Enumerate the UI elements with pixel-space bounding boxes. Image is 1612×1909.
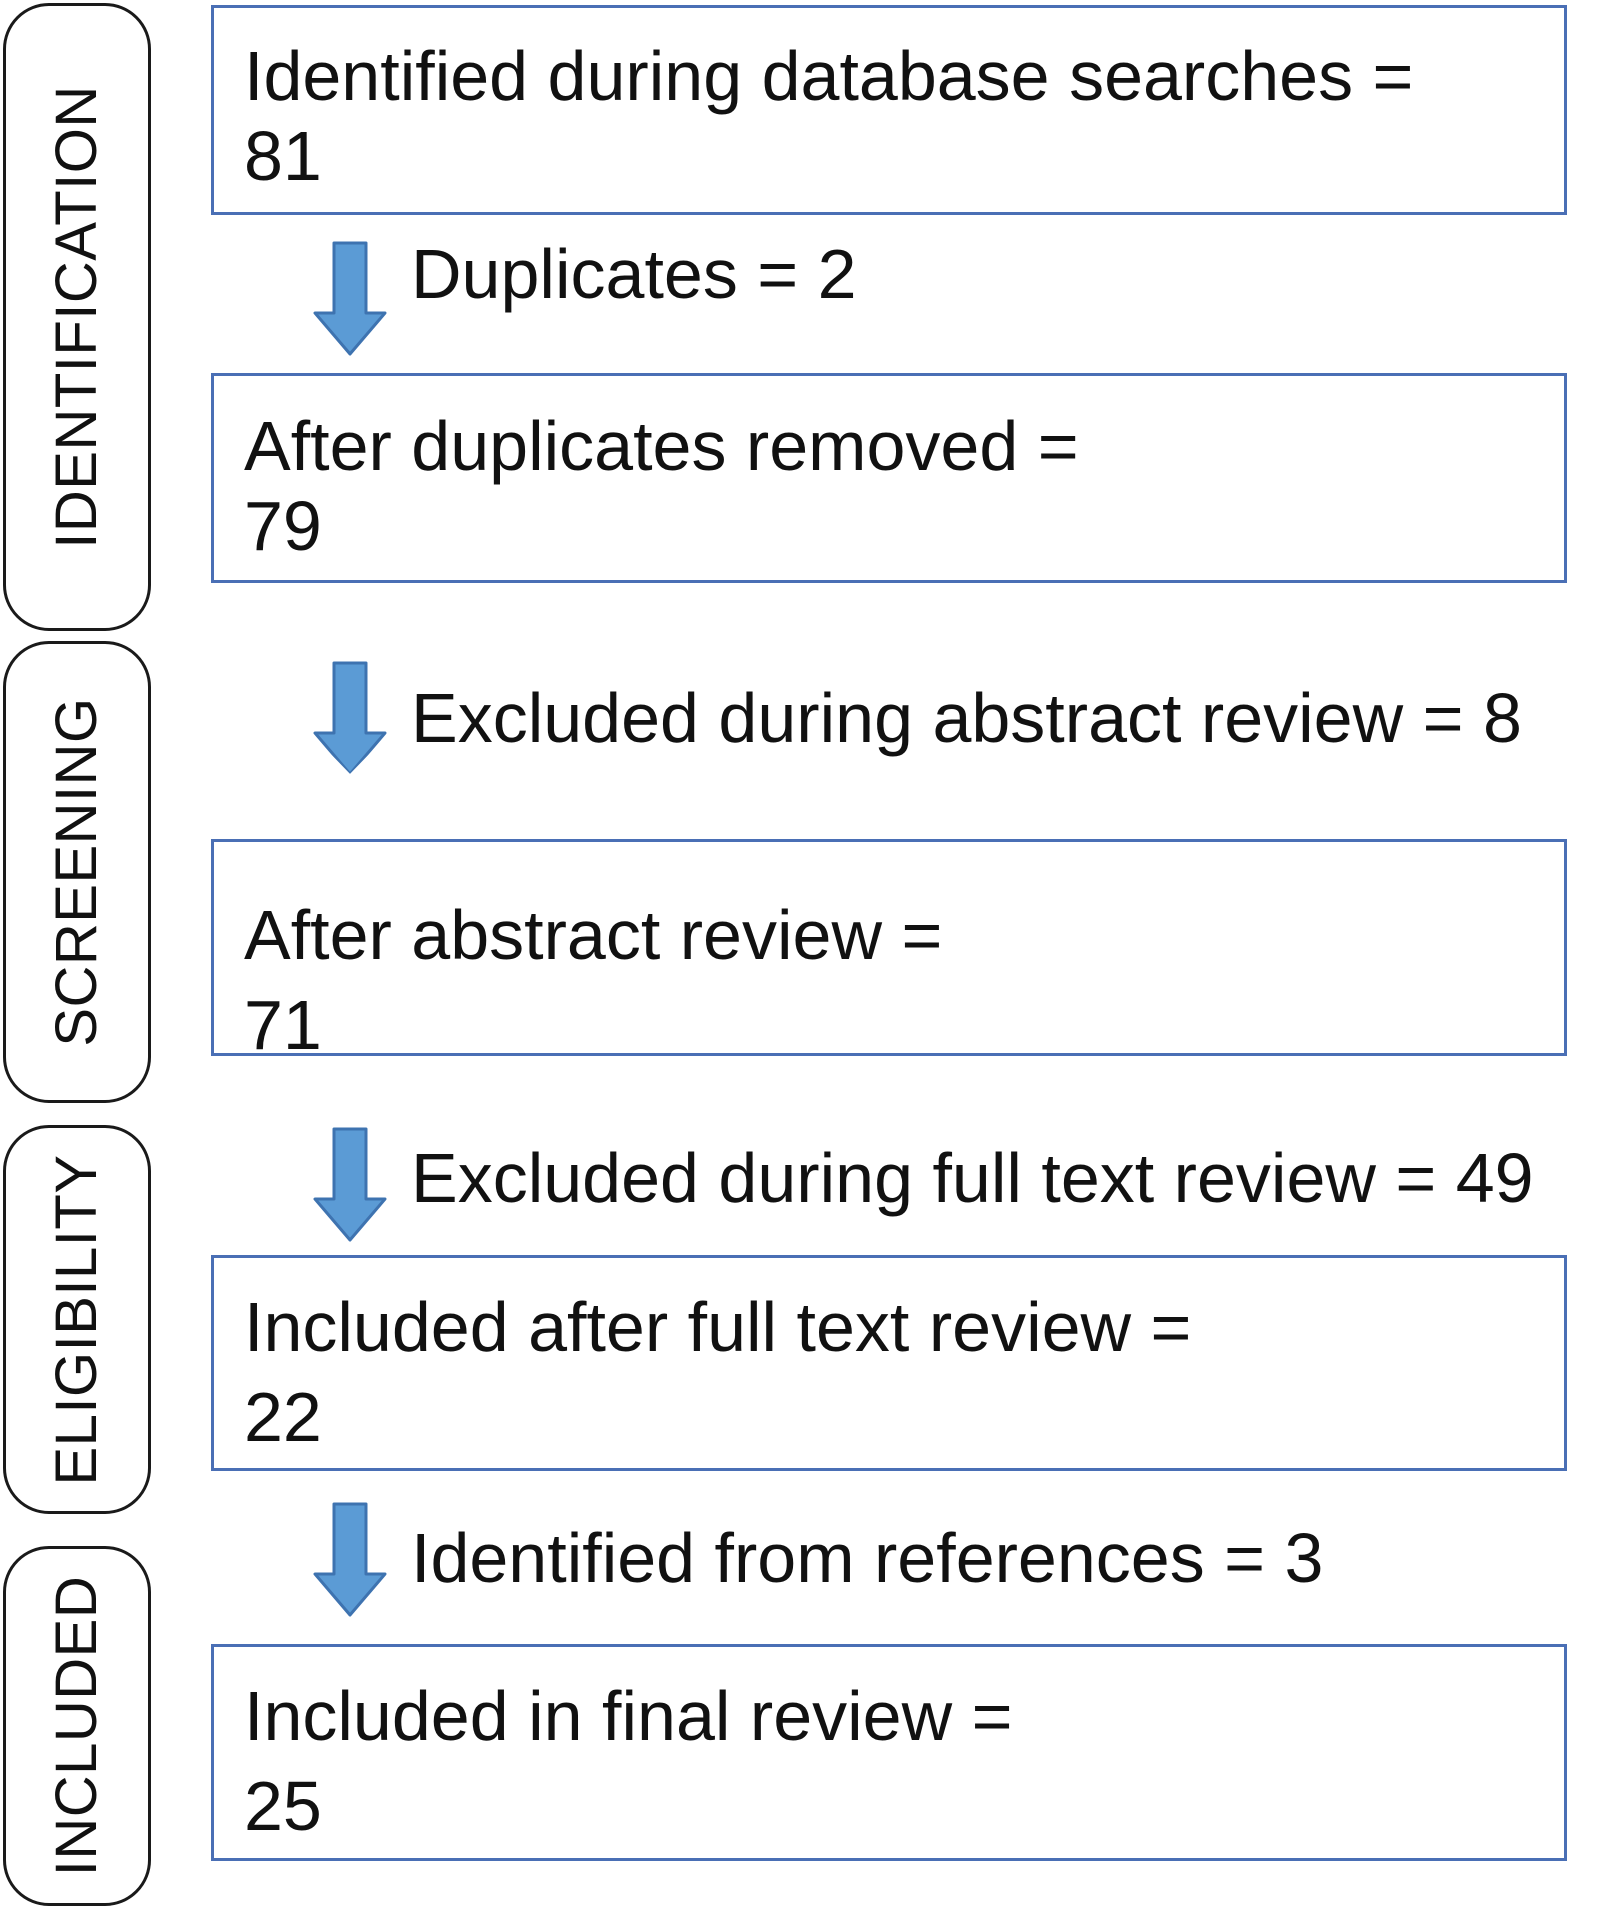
stage-label-screening: SCREENING xyxy=(44,697,109,1047)
box-after-duplicates: After duplicates removed = 79 xyxy=(211,373,1567,583)
box-included-full-text: Included after full text review = 22 xyxy=(211,1255,1567,1471)
box-after-abstract: After abstract review = 71 xyxy=(211,839,1567,1064)
note-duplicates: Duplicates = 2 xyxy=(411,235,857,313)
stage-identification: IDENTIFICATION xyxy=(3,3,151,631)
box-after-duplicates-text: After duplicates removed = 79 xyxy=(244,407,1079,565)
box-identified-text: Identified during database searches = 81 xyxy=(244,37,1414,195)
box-final-review-text: Included in final review = 25 xyxy=(244,1677,1013,1845)
note-excluded-abstract: Excluded during abstract review = 8 xyxy=(411,679,1522,757)
note-excluded-full-text: Excluded during full text review = 49 xyxy=(411,1139,1534,1217)
note-identified-references: Identified from references = 3 xyxy=(411,1519,1324,1597)
down-arrow-icon xyxy=(313,241,387,356)
stage-label-identification: IDENTIFICATION xyxy=(44,85,109,549)
box-after-abstract-text: After abstract review = 71 xyxy=(244,896,943,1064)
box-identified: Identified during database searches = 81 xyxy=(211,5,1567,215)
stage-included: INCLUDED xyxy=(3,1546,151,1906)
down-arrow-icon xyxy=(313,661,387,779)
down-arrow-icon xyxy=(313,1127,387,1242)
stage-label-eligibility: ELIGIBILITY xyxy=(44,1153,109,1486)
stage-eligibility: ELIGIBILITY xyxy=(3,1125,151,1514)
box-final-review: Included in final review = 25 xyxy=(211,1644,1567,1861)
stage-screening: SCREENING xyxy=(3,641,151,1103)
box-included-full-text-text: Included after full text review = 22 xyxy=(244,1288,1192,1456)
down-arrow-icon xyxy=(313,1502,387,1617)
stage-label-included: INCLUDED xyxy=(44,1575,109,1877)
